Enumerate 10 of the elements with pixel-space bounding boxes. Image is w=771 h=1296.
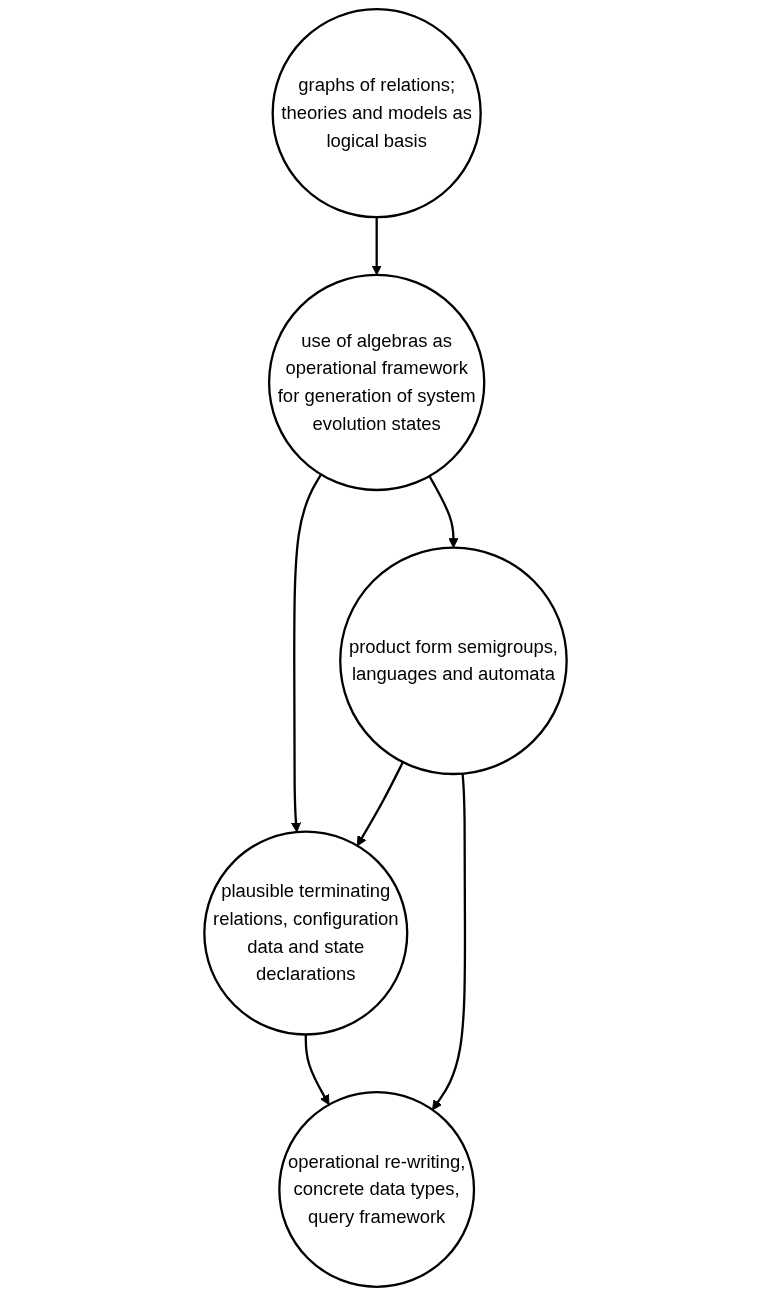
arrow	[371, 217, 382, 276]
node-circle: operational re-writing, concrete data types, query framework	[278, 1091, 476, 1288]
arrow	[304, 1034, 330, 1106]
node-circle: use of algebras as operational framework for generation of system evolution states	[267, 273, 486, 492]
arrow	[432, 773, 467, 1111]
arrow	[291, 473, 323, 833]
arrow	[356, 761, 404, 847]
node-circle: plausible terminating relations, configuration data and state declarations	[203, 830, 409, 1036]
node-circle: product form semigroups, languages and automata	[339, 546, 568, 776]
node-circle: graphs of relations; theories and models as logical basis	[271, 8, 482, 219]
